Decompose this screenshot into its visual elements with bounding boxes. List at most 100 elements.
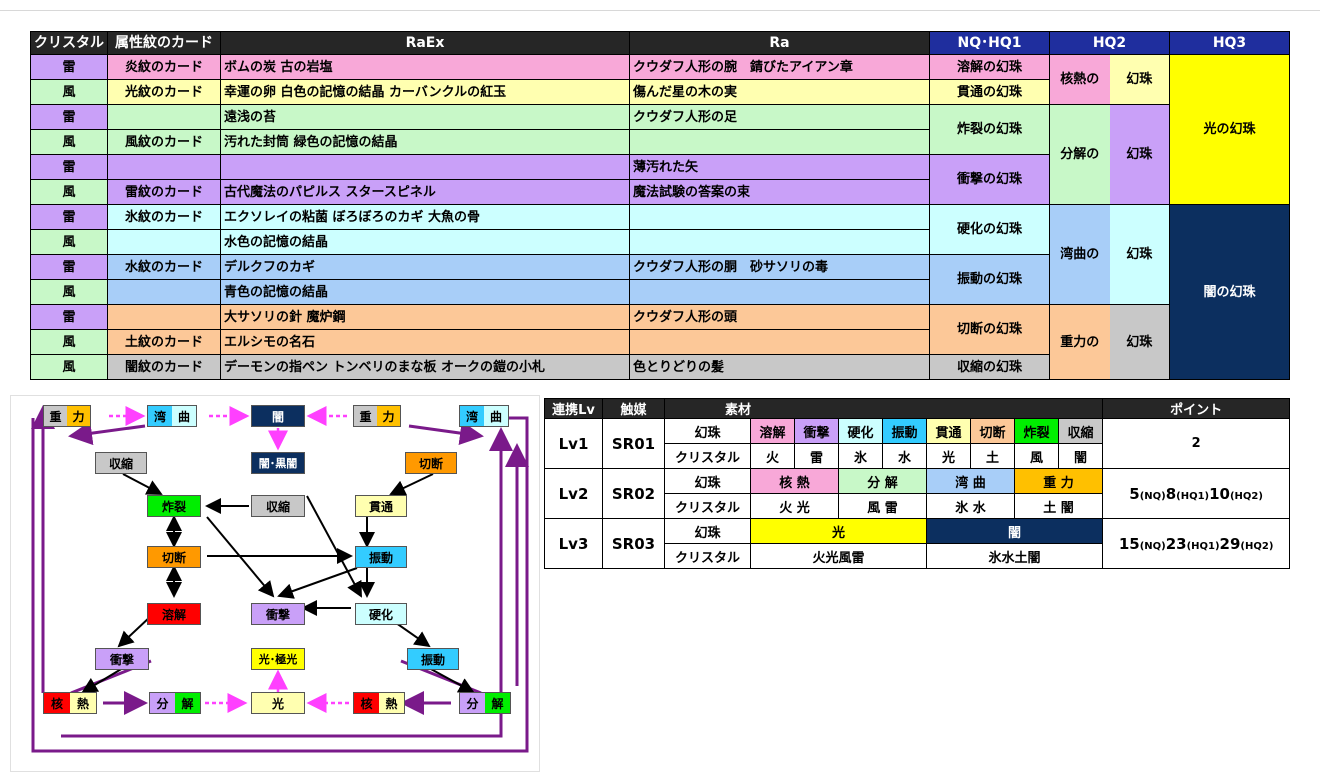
raex-cell: 汚れた封筒 緑色の記憶の結晶 (220, 129, 630, 155)
orb-cell: 切断 (970, 418, 1015, 444)
crystal-cell: 風 (30, 229, 108, 255)
orb-cell: 分 解 (838, 468, 927, 494)
hq2-cell-split: 分解の幻珠 (1049, 104, 1170, 205)
raex-cell: 幸運の卵 白色の記憶の結晶 カーバンクルの紅玉 (220, 79, 630, 105)
raex-cell: 遠浅の苔 (220, 104, 630, 130)
node-part: 湾 (148, 406, 172, 426)
hq2-suffix: 幻珠 (1109, 105, 1169, 204)
raex-cell: 青色の記憶の結晶 (220, 279, 630, 305)
arrow-line (117, 615, 152, 648)
orb-cell: 核 熱 (750, 468, 839, 494)
card-cell (107, 104, 221, 130)
table-row: 雷 炎紋のカード ボムの炭 古の岩塩 クウダフ人形の腕 錆びたアイアン章 溶解の… (30, 54, 1290, 205)
crystal-cell: 氷水土闇 (925, 543, 1104, 569)
orb-label: 幻珠 (664, 518, 751, 544)
node-split: 分解 (459, 692, 511, 714)
node-compress-center: 収縮 (251, 495, 305, 517)
header-catalyst: 触媒 (602, 398, 665, 419)
points-number: 23 (1165, 534, 1187, 553)
node-bend: 湾曲 (147, 405, 197, 427)
orb-cell: 闇 (925, 518, 1104, 544)
points-number: 29 (1219, 534, 1241, 553)
header-material: 素材 (663, 398, 1104, 419)
crystal-cell: 土 (970, 443, 1015, 469)
arrow-line (306, 495, 362, 598)
node-gravity: 重力 (353, 405, 401, 427)
node-part: 分 (150, 693, 175, 713)
table-row: クリスタル 火 光 風 雷 氷 水 土 闇 (545, 493, 1290, 519)
node-dark-pure: 闇･黒闇 (251, 452, 305, 474)
node-part: 力 (377, 406, 400, 426)
card-cell (107, 304, 221, 330)
crystal-cell: 水 (882, 443, 927, 469)
orb-label: 幻珠 (664, 468, 751, 494)
ra-cell: クウダフ人形の腕 錆びたアイアン章 (629, 54, 930, 80)
table-row: 風 土紋のカード エルシモの名石 (30, 329, 1290, 355)
table-row: Lv1 SR01 幻珠 溶解 衝撃 硬化 振動 貫通 切断 炸裂 収縮 2 (544, 418, 1291, 469)
ra-cell (629, 129, 930, 155)
card-cell: 風紋のカード (107, 129, 221, 155)
raex-cell: ボムの炭 古の岩塩 (220, 54, 630, 80)
crystal-cell: 風 (30, 279, 108, 305)
arrow-line (408, 421, 484, 445)
hq2-label: 湾曲の (1050, 205, 1110, 304)
header-points: ポイント (1102, 398, 1291, 419)
node-pierce: 貫通 (355, 495, 407, 517)
catalyst-cell: SR03 (602, 518, 665, 569)
arrow-line (389, 473, 434, 496)
node-vibrate-right: 振動 (407, 648, 459, 670)
crystal-cell: 雷 (30, 304, 108, 330)
node-compress: 収縮 (95, 452, 147, 474)
hq2-suffix: 幻珠 (1109, 55, 1169, 104)
crystal-cell: 土 闇 (1013, 493, 1104, 519)
raex-cell (220, 154, 630, 180)
node-vibrate: 振動 (355, 546, 407, 568)
table-row: 雷 氷紋のカード エクソレイの粘菌 ぼろぼろのカギ 大魚の骨 硬化の幻珠 湾曲の… (30, 204, 1290, 380)
node-part: 核 (354, 693, 379, 713)
table-row: 風 水色の記憶の結晶 (30, 229, 1290, 255)
node-burst: 炸裂 (147, 495, 201, 517)
header-hq3: HQ3 (1169, 31, 1290, 55)
node-part: 曲 (484, 406, 508, 426)
table-row: 風 雷紋のカード 古代魔法のパピルス スタースピネル 魔法試験の答案の束 (30, 179, 1290, 205)
node-bend: 湾曲 (459, 405, 509, 427)
arrow-line (122, 473, 163, 495)
crystal-label: クリスタル (664, 443, 751, 469)
points-number: 10 (1209, 484, 1230, 503)
ra-cell (629, 204, 930, 230)
ra-cell (629, 229, 930, 255)
orb-cell: 貫通 (926, 418, 971, 444)
points-suffix: (HQ1) (1186, 540, 1220, 552)
node-impact: 衝撃 (251, 603, 305, 625)
skillchain-diagram: 重力 湾曲 闇 重力 湾曲 闇･黒闇 収縮 切断 炸裂 収縮 貫通 切断 振動 … (10, 395, 540, 772)
points-number: 5 (1129, 484, 1140, 503)
header-crystal: クリスタル (30, 31, 108, 55)
ra-cell (629, 279, 930, 305)
points-header-row: 連携Lv 触媒 素材 ポイント (544, 398, 1291, 419)
node-part: 力 (67, 406, 90, 426)
points-suffix: (HQ2) (1229, 490, 1263, 502)
header-ra: Ra (629, 31, 930, 55)
orb-cell: 炸裂 (1014, 418, 1059, 444)
raex-cell: 水色の記憶の結晶 (220, 229, 630, 255)
node-cut-center: 切断 (147, 546, 201, 568)
crystal-cell: 風 (30, 179, 108, 205)
node-part: 重 (44, 406, 67, 426)
node-fusion: 核熱 (43, 692, 97, 714)
table-row: 風 闇紋のカード デーモンの指ペン トンベリのまな板 オークの鎧の小札 色とりど… (30, 354, 1290, 380)
card-cell (107, 229, 221, 255)
node-melt: 溶解 (147, 603, 201, 625)
card-cell: 氷紋のカード (107, 204, 221, 230)
crystal-cell: 雷 (30, 204, 108, 230)
node-light-pure: 光･極光 (251, 648, 305, 670)
crystal-cell: 雷 (30, 154, 108, 180)
nq-cell: 収縮の幻珠 (929, 354, 1050, 380)
orb-cell: 重 力 (1013, 468, 1104, 494)
table-row: Lv3 SR03 幻珠 光 闇 15(NQ)23(HQ1)29(HQ2) (544, 518, 1291, 569)
table-row: 風 青色の記憶の結晶 (30, 279, 1290, 305)
table-row: 風 風紋のカード 汚れた封筒 緑色の記憶の結晶 (30, 129, 1290, 155)
raex-cell: 古代魔法のパピルス スタースピネル (220, 179, 630, 205)
ra-cell: クウダフ人形の胴 砂サソリの毒 (629, 254, 930, 280)
crystal-cell: 風 雷 (838, 493, 927, 519)
ra-cell: クウダフ人形の足 (629, 104, 930, 130)
